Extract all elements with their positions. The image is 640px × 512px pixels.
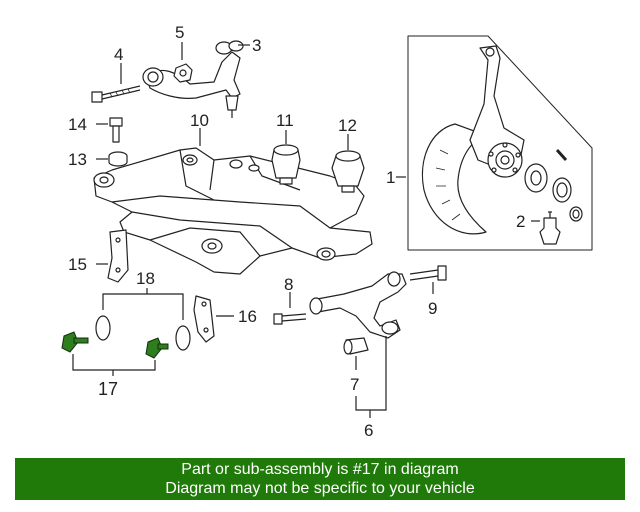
plate-16 — [193, 295, 215, 343]
parts-diagram: 1 2 3 4 5 6 7 8 9 10 11 12 13 14 15 16 1… — [61, 23, 593, 440]
callout-numbers: 1 2 3 4 5 6 7 8 9 10 11 12 13 14 15 16 1… — [68, 23, 525, 440]
callout-9: 9 — [428, 299, 437, 318]
callout-15: 15 — [68, 255, 87, 274]
lower-control-arm — [309, 271, 407, 339]
banner-line-1: Part or sub-assembly is #17 in diagram — [181, 461, 459, 478]
callout-2: 2 — [516, 212, 525, 231]
callout-17: 17 — [98, 379, 118, 399]
bushing-7 — [343, 337, 369, 355]
plate-15 — [107, 229, 129, 283]
callout-10: 10 — [190, 111, 209, 130]
vehicle-fit-banner: Part or sub-assembly is #17 in diagram D… — [15, 458, 625, 500]
callout-8: 8 — [284, 275, 293, 294]
washer-13 — [108, 151, 128, 167]
washer-18a — [95, 315, 111, 341]
mount-11 — [271, 144, 301, 185]
knuckle-panel — [407, 35, 593, 251]
callout-6: 6 — [364, 421, 373, 440]
bolt-14 — [109, 117, 123, 143]
bolt-17b — [145, 337, 169, 359]
callout-16: 16 — [238, 307, 257, 326]
bolt-8 — [273, 313, 307, 325]
callout-14: 14 — [68, 115, 87, 134]
callout-3: 3 — [252, 36, 261, 55]
callout-7: 7 — [350, 375, 359, 394]
callout-13: 13 — [68, 150, 87, 169]
callout-12: 12 — [338, 116, 357, 135]
bolt-4 — [91, 85, 141, 103]
callout-1: 1 — [386, 168, 395, 187]
subframe — [93, 147, 373, 275]
bolt-17a — [61, 331, 89, 353]
banner-line-2: Diagram may not be specific to your vehi… — [165, 480, 475, 497]
upper-control-arm — [142, 40, 244, 118]
callout-5: 5 — [175, 23, 184, 42]
mount-12 — [331, 150, 365, 193]
callout-4: 4 — [114, 45, 123, 64]
callout-11: 11 — [276, 111, 294, 130]
leader-lines — [72, 42, 540, 418]
callout-18: 18 — [136, 269, 155, 288]
washer-18b — [175, 325, 191, 351]
bolt-9 — [409, 265, 447, 281]
